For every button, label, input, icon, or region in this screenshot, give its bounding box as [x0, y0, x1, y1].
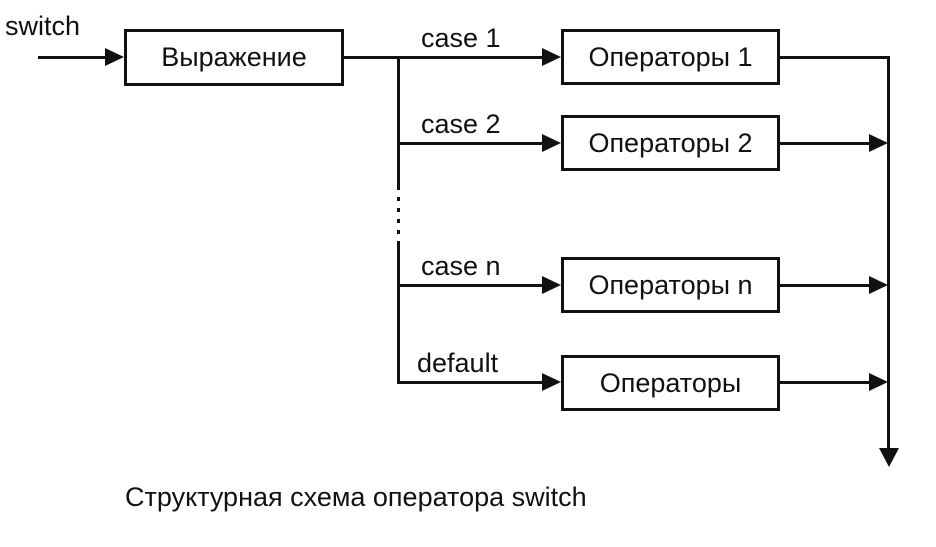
- branch-line-top: [397, 56, 400, 186]
- expression-box-label: Выражение: [161, 42, 307, 72]
- case-n-arrowhead-icon: [542, 276, 561, 294]
- expression-box: Выражение: [124, 29, 344, 86]
- case-n-line: [398, 284, 542, 287]
- operators-default-box-label: Операторы: [599, 367, 742, 398]
- operators-1-box: Операторы 1: [561, 29, 780, 85]
- diagram-caption: Структурная схема оператора switch: [125, 482, 587, 512]
- operators-n-merge-arrowhead-icon: [869, 276, 888, 294]
- operators-2-box: Операторы 2: [561, 115, 780, 171]
- case-2-label: case 2: [421, 109, 501, 139]
- case-1-label: case 1: [421, 23, 501, 53]
- case-n-label: case n: [421, 251, 501, 281]
- operators-2-output-line: [780, 142, 869, 145]
- case-1-line: [344, 56, 542, 59]
- operators-n-output-line: [780, 284, 869, 287]
- exit-arrowhead-icon: [879, 448, 899, 467]
- merge-line: [887, 56, 890, 448]
- case-2-arrowhead-icon: [542, 134, 561, 152]
- branch-line-bottom: [397, 244, 400, 384]
- switch-keyword-label: switch: [5, 11, 81, 41]
- operators-2-merge-arrowhead-icon: [869, 134, 888, 152]
- entry-arrowhead-icon: [105, 48, 124, 66]
- entry-arrow-line: [38, 56, 106, 59]
- operators-default-output-line: [780, 381, 869, 384]
- default-line: [398, 381, 542, 384]
- operators-n-box: Операторы n: [561, 257, 780, 313]
- operators-default-merge-arrowhead-icon: [869, 373, 888, 391]
- default-arrowhead-icon: [542, 373, 561, 391]
- case-2-line: [398, 142, 542, 145]
- operators-2-box-label: Операторы 2: [588, 127, 753, 158]
- branch-line-ellipsis-dots: [397, 186, 400, 244]
- operators-1-output-line: [780, 56, 890, 59]
- case-1-arrowhead-icon: [542, 48, 561, 66]
- default-label: default: [417, 348, 499, 378]
- operators-1-box-label: Операторы 1: [588, 41, 753, 72]
- operators-n-box-label: Операторы n: [588, 269, 753, 300]
- operators-default-box: Операторы: [561, 355, 780, 411]
